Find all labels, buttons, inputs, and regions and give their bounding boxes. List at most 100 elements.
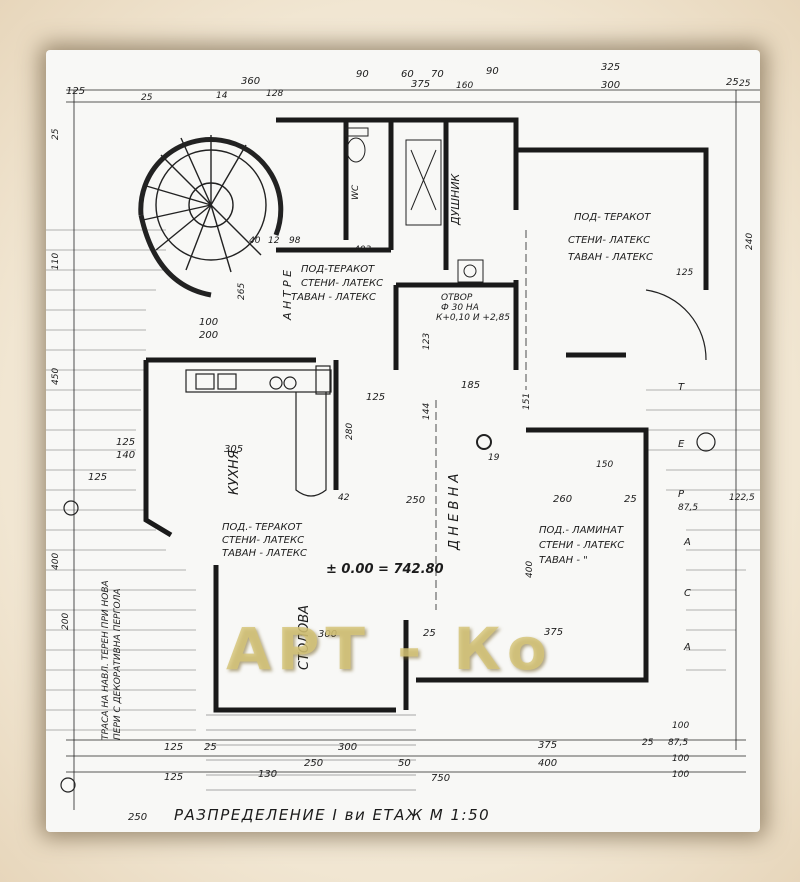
dim-label: 128 xyxy=(266,89,283,99)
dushnik-name: ДУШНИК xyxy=(449,172,462,226)
dim-label: 125 xyxy=(164,742,183,753)
axis-marker-left-2 xyxy=(60,777,76,793)
side-note-2: ПЕРИ С ДЕКОРАТИВНА ПЕРГОЛА xyxy=(113,589,123,741)
dim-label: 250 xyxy=(128,812,147,823)
dim-label: 750 xyxy=(431,773,450,784)
dim-label: 140 xyxy=(116,450,135,461)
wc-fixture xyxy=(345,127,484,283)
dim-label: 300 xyxy=(318,629,337,640)
walls xyxy=(143,117,709,713)
level-mark: ± 0.00 = 742.80 xyxy=(326,562,444,577)
dim-label: 12 xyxy=(268,236,280,246)
dim-label: 185 xyxy=(461,380,480,391)
dim-label: 25 xyxy=(739,79,751,89)
dim-label: 240 xyxy=(745,233,755,250)
living-floor: ПОД.- ЛАМИНАТ xyxy=(539,525,624,536)
kitchen-ceiling: ТАВАН - ЛАТЕКС xyxy=(222,548,307,559)
dim-label: 151 xyxy=(522,393,532,410)
stair-room-ceiling: ТАВАН - ЛАТЕКС xyxy=(291,292,376,303)
dim-label: 25 xyxy=(726,77,739,88)
dim-label: 110 xyxy=(51,253,61,270)
dim-label: 375 xyxy=(538,740,557,751)
dining-name: СТОЛОВА xyxy=(297,605,312,670)
dim-label: 90 xyxy=(356,69,369,80)
dim-label: 40 xyxy=(249,236,261,246)
dim-label: 375 xyxy=(411,79,430,90)
dim-label: 25 xyxy=(624,494,637,505)
axis-marker-right xyxy=(696,432,716,452)
dim-label: 250 xyxy=(406,495,425,506)
opening-diameter: Ф 30 НА xyxy=(441,303,479,313)
axis-letter: Е xyxy=(678,439,685,450)
dim-label: 122,5 xyxy=(729,493,755,503)
dim-label: 300 xyxy=(338,742,357,753)
dim-label: 200 xyxy=(199,330,218,341)
axis-letter: А xyxy=(683,642,691,653)
dim-label: 25 xyxy=(423,628,436,639)
dim-label: 100 xyxy=(672,754,689,764)
wc-name: WC xyxy=(351,184,361,200)
dim-label: 70 xyxy=(431,69,444,80)
dim-label: 265 xyxy=(237,283,247,300)
kitchen-name: КУХНЯ xyxy=(227,450,242,495)
kitchen-counter xyxy=(185,365,332,497)
dim-label: 25 xyxy=(204,742,217,753)
right-room-floor: ПОД- ТЕРАКОТ xyxy=(574,212,651,223)
dim-label: 90 xyxy=(486,66,499,77)
dim-label: 150 xyxy=(596,460,613,470)
drawing-title: РАЗПРЕДЕЛЕНИЕ I ви ЕТАЖ М 1:50 xyxy=(174,806,490,824)
dim-label: 305 xyxy=(224,444,243,455)
dim-label: 123 xyxy=(422,333,432,350)
kitchen-walls: СТЕНИ- ЛАТЕКС xyxy=(222,535,304,546)
living-walls: СТЕНИ - ЛАТЕКС xyxy=(539,540,624,551)
dim-label: 14 xyxy=(216,91,228,101)
floor-plan-drawing: ПОД-ТЕРАКОТ СТЕНИ- ЛАТЕКС ТАВАН - ЛАТЕКС… xyxy=(46,62,760,824)
dim-label: 100 xyxy=(672,721,689,731)
kitchen-floor: ПОД.- ТЕРАКОТ xyxy=(222,522,302,533)
side-note-1: ТРАСА НА НАВЛ. ТЕРЕН ПРИ НОВА xyxy=(101,580,111,740)
dim-label: 403 xyxy=(354,245,371,255)
dim-label: 87,5 xyxy=(678,503,698,513)
axis-marker-left-1 xyxy=(63,500,79,516)
dim-label: 87,5 xyxy=(668,738,688,748)
opening-note: ОТВОР xyxy=(441,293,473,303)
dim-label: 400 xyxy=(538,758,557,769)
dim-label: 125 xyxy=(366,392,385,403)
dim-label: 125 xyxy=(66,86,85,97)
axis-letter: А xyxy=(683,537,691,548)
dim-label: 25 xyxy=(51,128,61,140)
right-room-ceiling: ТАВАН - ЛАТЕКС xyxy=(568,252,653,263)
axis-letter: Р xyxy=(678,489,685,500)
dim-label: 250 xyxy=(304,758,323,769)
axis-letter: С xyxy=(684,588,691,599)
stair-room-floor: ПОД-ТЕРАКОТ xyxy=(301,264,375,275)
dim-label: 300 xyxy=(601,80,620,91)
dim-label: 280 xyxy=(345,423,355,440)
dim-label: 50 xyxy=(398,758,411,769)
dim-label: 25 xyxy=(642,738,654,748)
dim-label: 360 xyxy=(241,76,260,87)
entrance-steps xyxy=(206,714,416,791)
dim-label: 125 xyxy=(676,268,693,278)
dim-label: 200 xyxy=(61,613,71,630)
dim-label: 400 xyxy=(51,553,61,570)
column-marker xyxy=(476,434,492,450)
dimension-lines xyxy=(66,89,760,810)
stair-room-walls: СТЕНИ- ЛАТЕКС xyxy=(301,278,383,289)
floor-plan-sheet: ПОД-ТЕРАКОТ СТЕНИ- ЛАТЕКС ТАВАН - ЛАТЕКС… xyxy=(46,50,760,832)
watermark-text: АРТ - Ко xyxy=(226,615,553,683)
opening-level: К+0,10 И +2,85 xyxy=(436,313,510,323)
dim-label: 98 xyxy=(289,236,301,246)
dim-label: 42 xyxy=(338,493,350,503)
terrace-hatching-right xyxy=(646,389,760,671)
dim-label: 144 xyxy=(422,403,432,420)
spiral-staircase xyxy=(138,135,284,298)
dim-label: 260 xyxy=(553,494,572,505)
right-room-walls: СТЕНИ- ЛАТЕКС xyxy=(568,235,650,246)
antre-name: А Н Т Р Е xyxy=(281,270,294,321)
axis-letter: Т xyxy=(678,382,685,393)
terrace-hatching-left xyxy=(46,229,196,731)
dim-label: 125 xyxy=(116,437,135,448)
dim-label: 450 xyxy=(51,368,61,385)
dim-label: 375 xyxy=(544,627,563,638)
